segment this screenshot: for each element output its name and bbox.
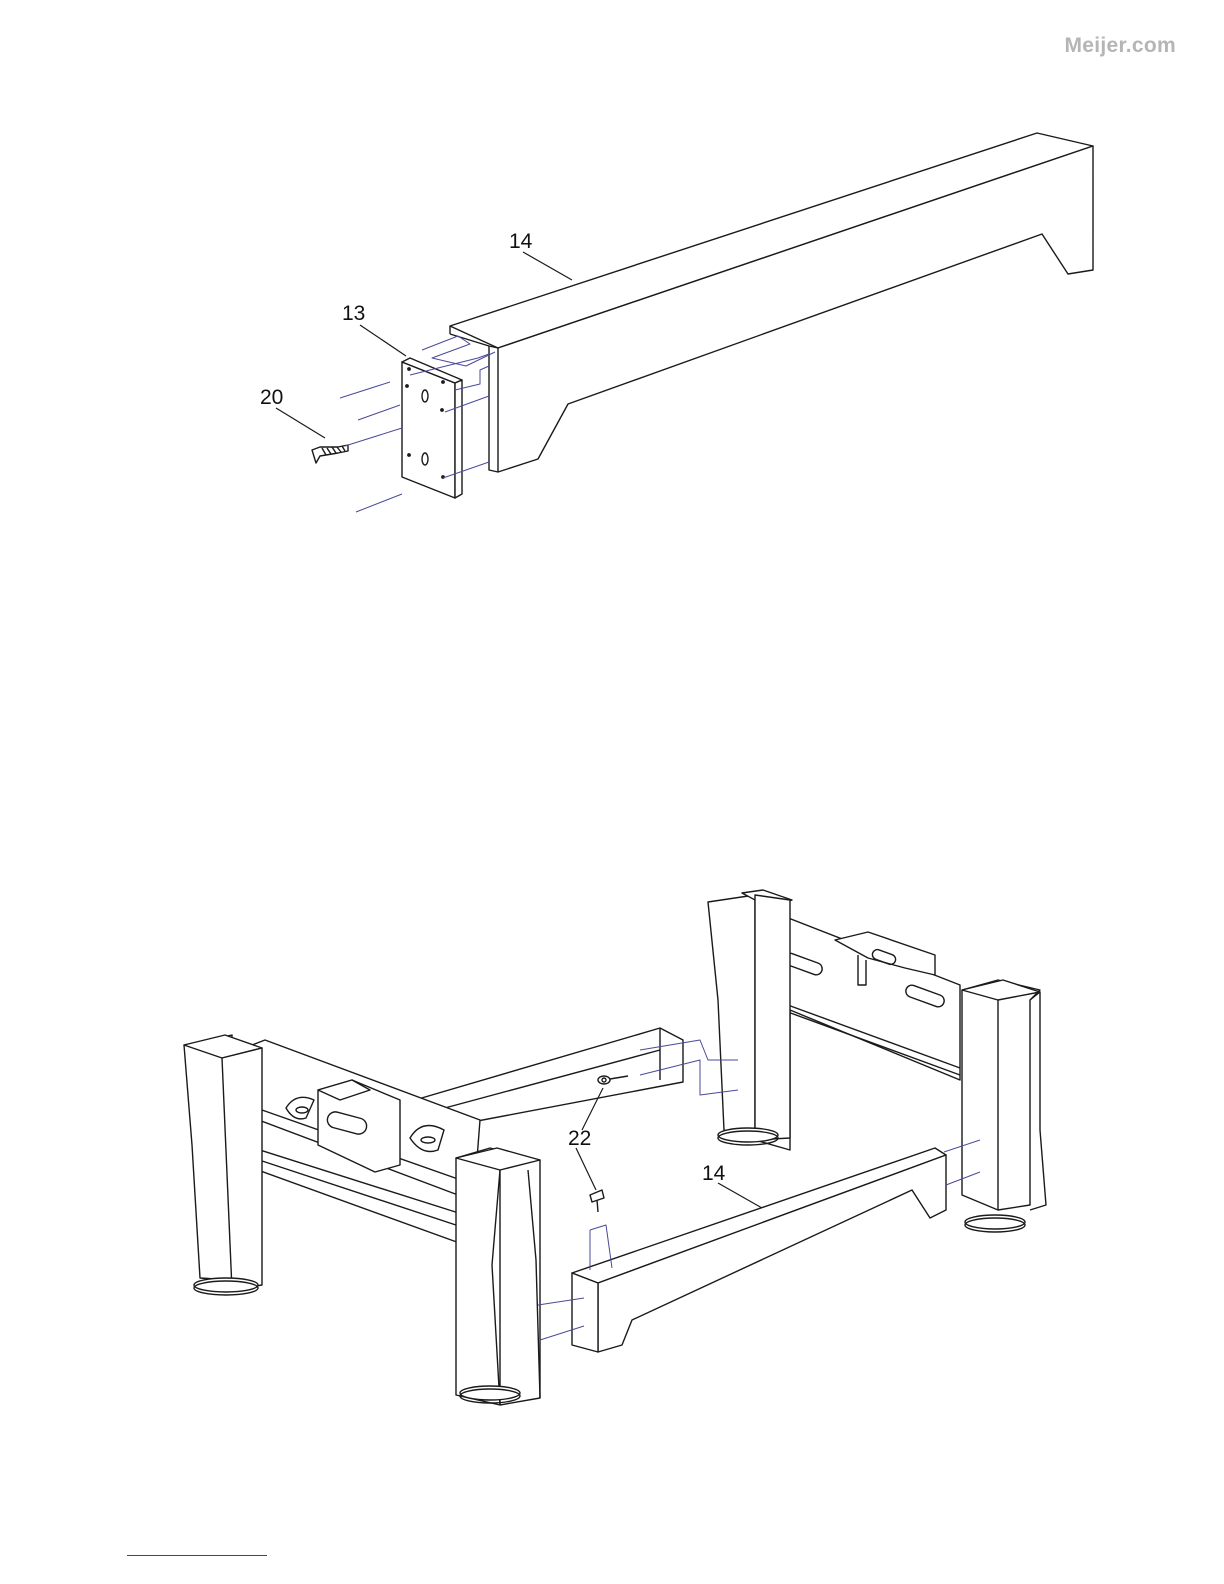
- callout-22: 22: [568, 1127, 591, 1150]
- callout-14-top: 14: [509, 230, 533, 253]
- callout-14-bottom: 14: [702, 1162, 726, 1185]
- figure-top: [276, 133, 1093, 512]
- leader-22: [576, 1148, 596, 1190]
- leader-14-bottom: [718, 1183, 762, 1208]
- leader-20: [276, 408, 325, 438]
- callout-20: 20: [260, 386, 283, 409]
- screw-20: [312, 445, 348, 463]
- figure-bottom: [184, 890, 1046, 1405]
- rail-14-top: [450, 133, 1093, 472]
- rail-14-bottom: [572, 1148, 946, 1352]
- leader-13: [360, 325, 406, 356]
- footer-rule: [127, 1555, 267, 1556]
- leader-14-top: [523, 252, 572, 280]
- bracket-13: [402, 358, 462, 498]
- callout-13: 13: [342, 302, 365, 325]
